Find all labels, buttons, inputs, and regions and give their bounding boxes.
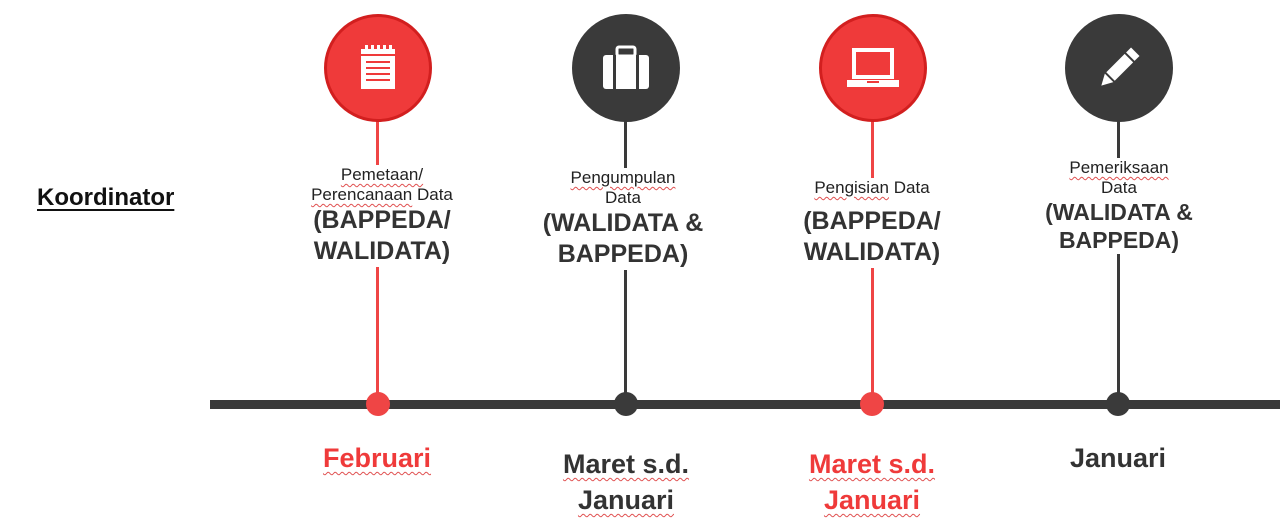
stage-2-actor-line-1: (WALIDATA &: [542, 209, 704, 237]
stage-4-actor-line-1: (WALIDATA &: [1045, 199, 1193, 225]
stage-1-label: Pemetaan/ Perencanaan Data (BAPPEDA/ WAL…: [282, 165, 482, 267]
stage-2-dot: [614, 392, 638, 416]
stage-2-actor-line-2: BAPPEDA): [557, 240, 689, 268]
title-word: Data: [416, 185, 453, 204]
stage-2-period: Maret s.d. Januari: [526, 446, 726, 518]
stage-3-icon-circle: [819, 14, 927, 122]
stage-3-dot: [860, 392, 884, 416]
stage-3-period: Maret s.d. Januari: [772, 446, 972, 518]
timeline-axis: [210, 400, 1280, 409]
stage-4-title-line-2: Data: [1019, 178, 1219, 198]
title-word: Perencanaan: [311, 185, 413, 204]
stage-3-period-line-1: Maret s.d.: [808, 449, 936, 479]
stage-1-actor-line-2: WALIDATA): [313, 237, 451, 265]
stage-2-title-line-2: Data: [523, 188, 723, 208]
stage-2-period-line-1: Maret s.d.: [562, 449, 690, 479]
briefcase-icon: [603, 45, 649, 89]
stage-1-period: Februari: [277, 440, 477, 476]
stage-1-actor-line-1: (BAPPEDA/: [313, 206, 451, 234]
stage-2-label: Pengumpulan Data (WALIDATA & BAPPEDA): [523, 168, 723, 270]
stage-3-label: Pengisian Data (BAPPEDA/ WALIDATA): [772, 178, 972, 268]
stage-2-period-line-2: Januari: [577, 485, 675, 515]
title-word: Data: [1101, 178, 1137, 197]
stage-3-title-line-1: Pengisian Data: [772, 178, 972, 198]
stage-2-icon-circle: [572, 14, 680, 122]
title-word: Pengisian: [814, 178, 889, 197]
stage-4-period-line-1: Januari: [1069, 443, 1167, 473]
pencil-icon: [1101, 47, 1140, 86]
stage-4-label: Pemeriksaan Data (WALIDATA & BAPPEDA): [1019, 158, 1219, 254]
notepad-icon: [361, 45, 395, 89]
title-word: Pengumpulan: [570, 168, 676, 187]
stage-4-title-line-1: Pemeriksaan: [1019, 158, 1219, 178]
title-word: Data: [893, 178, 930, 197]
stage-4-actor-line-2: BAPPEDA): [1058, 227, 1180, 253]
stage-4-dot: [1106, 392, 1130, 416]
stage-1-icon-circle: [324, 14, 432, 122]
stage-3-actor-line-2: WALIDATA): [803, 238, 941, 266]
stage-2-title-line-1: Pengumpulan: [523, 168, 723, 188]
stage-1-title-line-1: Pemetaan/: [282, 165, 482, 185]
stage-4-period: Januari: [1018, 440, 1218, 476]
title-word: Data: [605, 188, 641, 207]
stage-1-dot: [366, 392, 390, 416]
stage-1-period-line-1: Februari: [322, 443, 432, 473]
stage-4-icon-circle: [1065, 14, 1173, 122]
stage-1-title-line-2: Perencanaan Data: [282, 185, 482, 205]
stage-3-period-line-2: Januari: [823, 485, 921, 515]
row-label: Koordinator: [37, 184, 175, 211]
title-word: Pemeriksaan: [1069, 158, 1169, 177]
stage-3-actor-line-1: (BAPPEDA/: [803, 207, 941, 235]
laptop-icon: [847, 48, 899, 87]
title-word: Pemetaan/: [340, 165, 424, 184]
